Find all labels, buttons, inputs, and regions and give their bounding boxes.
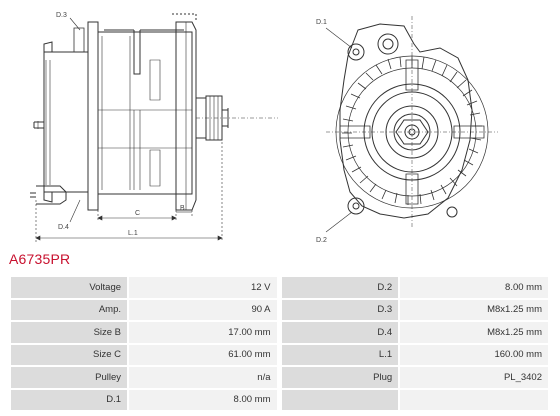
alternator-front-view: [325, 16, 498, 233]
spec-value: 12 V: [129, 277, 277, 298]
spec-value: M8x1.25 mm: [400, 322, 548, 343]
spec-label: Amp.: [11, 299, 128, 320]
spec-label: Pulley: [11, 367, 128, 388]
label-d3: D.3: [56, 12, 67, 19]
spec-label: D.4: [282, 322, 399, 343]
spec-value: M8x1.25 mm: [400, 299, 548, 320]
spec-value: 90 A: [129, 299, 277, 320]
spec-value: n/a: [129, 367, 277, 388]
dimension-labels: D.3 D.4 C B L.1 D.1 D.2: [56, 12, 327, 244]
spec-label: L.1: [282, 344, 399, 365]
label-d4: D.4: [58, 224, 69, 231]
spec-label: [282, 389, 399, 410]
spec-label: Voltage: [11, 277, 128, 298]
alternator-side-view: [30, 13, 278, 211]
spec-value: 8.00 mm: [400, 277, 548, 298]
spec-value: [400, 389, 548, 410]
label-c: C: [135, 210, 140, 217]
alternator-technical-drawing: D.3 D.4 C B L.1 D.1 D.2: [30, 12, 498, 244]
product-code-title: A6735PR: [9, 251, 71, 267]
spec-value: 61.00 mm: [129, 344, 277, 365]
table-row: D.1 8.00 mm: [11, 389, 548, 410]
specifications-table: Voltage 12 V D.2 8.00 mm Amp. 90 A D.3 M…: [9, 275, 550, 412]
spec-label: Size C: [11, 344, 128, 365]
spec-label: D.3: [282, 299, 399, 320]
label-l1: L.1: [128, 230, 138, 237]
spec-value: 17.00 mm: [129, 322, 277, 343]
label-b: B: [180, 205, 185, 212]
label-d2: D.2: [316, 237, 327, 244]
table-row: Pulley n/a Plug PL_3402: [11, 367, 548, 388]
label-d1: D.1: [316, 19, 327, 26]
table-row: Voltage 12 V D.2 8.00 mm: [11, 277, 548, 298]
table-row: Size B 17.00 mm D.4 M8x1.25 mm: [11, 322, 548, 343]
spec-value: 8.00 mm: [129, 389, 277, 410]
table-row: Size C 61.00 mm L.1 160.00 mm: [11, 344, 548, 365]
spec-label: D.1: [11, 389, 128, 410]
spec-value: PL_3402: [400, 367, 548, 388]
spec-label: D.2: [282, 277, 399, 298]
spec-label: Plug: [282, 367, 399, 388]
spec-value: 160.00 mm: [400, 344, 548, 365]
table-row: Amp. 90 A D.3 M8x1.25 mm: [11, 299, 548, 320]
dimension-lines: [35, 17, 223, 242]
spec-label: Size B: [11, 322, 128, 343]
